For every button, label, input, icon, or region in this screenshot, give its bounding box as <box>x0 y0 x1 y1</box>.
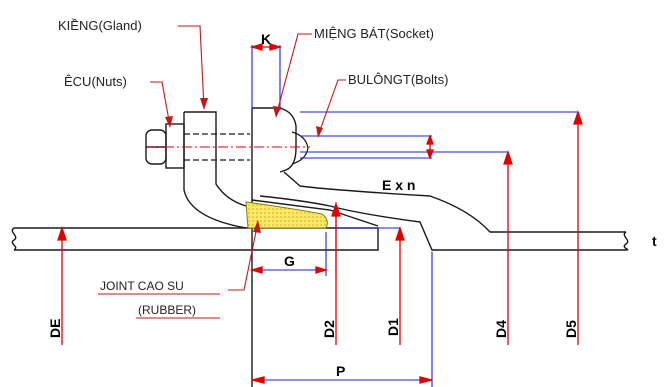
spigot-pipe <box>11 227 379 251</box>
nut <box>145 123 185 169</box>
dim-g-label: G <box>284 253 295 269</box>
bolt <box>184 131 309 165</box>
dim-d1-label: D1 <box>385 318 401 336</box>
rubber-label: (RUBBER) <box>138 303 196 317</box>
gland <box>183 111 247 229</box>
dim-p-label: P <box>336 363 345 379</box>
joint-label: JOINT CAO SU <box>100 279 184 293</box>
socket-label: MIỆNG BÁT(Socket) <box>314 26 434 41</box>
dim-de-label: DE <box>47 319 63 338</box>
leader-arrowheads <box>165 98 323 233</box>
dim-d5-label: D5 <box>563 320 579 338</box>
dim-t-label: t <box>652 233 657 249</box>
leader-lines <box>98 25 346 319</box>
socket-body <box>251 107 629 387</box>
nuts-label: ÊCU(Nuts) <box>64 74 127 89</box>
gland-label: KIỀNG(Gland) <box>58 18 142 33</box>
dim-exn-label: E x n <box>382 177 415 193</box>
dim-d4-label: D4 <box>493 320 509 338</box>
dim-k-label: K <box>261 31 271 47</box>
dim-d2-label: D2 <box>321 320 337 338</box>
bolts-label: BULÔNGT(Bolts) <box>348 72 448 87</box>
dimension-arrows <box>57 43 583 384</box>
rubber-gasket <box>245 201 328 229</box>
